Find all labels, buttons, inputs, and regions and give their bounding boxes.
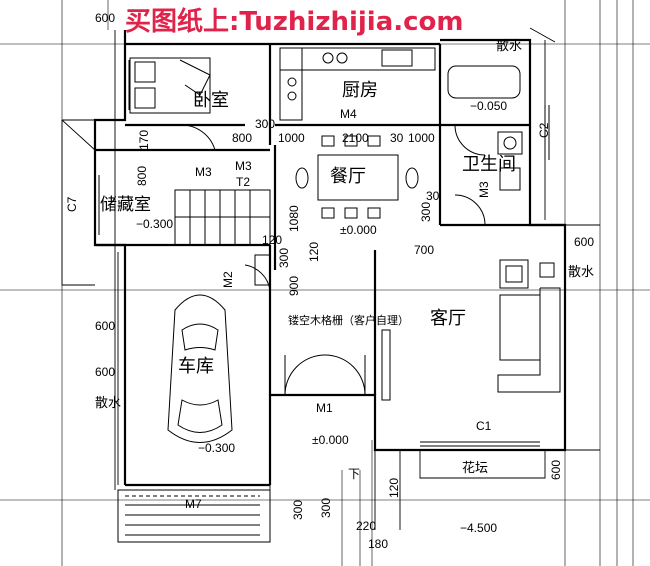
kitchen-counter	[279, 47, 436, 121]
dim-300-bath: 300	[419, 202, 433, 222]
level-hall: ±0.000	[340, 223, 377, 237]
dim-120: 120	[262, 233, 282, 247]
scatter-right: 散水	[568, 265, 594, 280]
room-garage: 车库	[178, 356, 214, 377]
window-c2: C2	[537, 122, 551, 138]
dim-300-l: 300	[277, 248, 291, 268]
dim-300-bot: 300	[291, 500, 305, 520]
bed	[129, 57, 211, 114]
door-m2: M2	[221, 271, 235, 288]
door-m4: M4	[340, 107, 357, 121]
mark-down: 下	[348, 467, 360, 481]
dim-800-b: 800	[135, 166, 149, 186]
dim-180: 180	[368, 537, 388, 551]
dim-30-bath: 30	[426, 189, 440, 203]
mark-t2: T2	[236, 175, 250, 189]
dim-600-top: 600	[95, 11, 115, 25]
windows	[94, 60, 550, 447]
dim-600-r2: 600	[549, 460, 563, 480]
door-m3-corridor: M3	[235, 159, 252, 173]
room-bathroom: 卫生间	[462, 154, 516, 175]
dim-1080: 1080	[287, 205, 301, 232]
dim-700: 700	[414, 243, 434, 257]
dining-table	[295, 135, 419, 219]
door-m3-storage: M3	[195, 165, 212, 179]
room-storage: 储藏室	[100, 195, 151, 215]
scatter-left: 散水	[95, 396, 121, 411]
window-c1: C1	[476, 419, 492, 433]
dim-800-a: 800	[232, 131, 252, 145]
screen-note: 镂空木格栅（客户自理）	[288, 313, 409, 327]
dim-900: 900	[287, 276, 301, 296]
scatter-top: 散水	[496, 39, 522, 54]
sofa-set	[381, 259, 561, 401]
bath-fixtures	[447, 65, 523, 191]
door-m1: M1	[316, 401, 333, 415]
level-outdoor: −4.500	[460, 521, 497, 535]
dim-170: 170	[137, 130, 151, 150]
dim-120-b: 120	[307, 242, 321, 262]
level-storage: −0.300	[136, 217, 173, 231]
window-c7: C7	[65, 196, 79, 212]
dim-220: 220	[356, 519, 376, 533]
dim-300-bot2: 300	[319, 498, 333, 518]
room-kitchen: 厨房	[342, 80, 378, 101]
dim-30: 30	[390, 131, 404, 145]
dim-600-r1: 600	[574, 235, 594, 249]
dim-300-top: 300	[255, 117, 275, 131]
entry-door	[284, 354, 366, 396]
room-living: 客厅	[430, 308, 466, 329]
watermark: 买图纸上:Tuzhizhijia.com	[125, 6, 464, 37]
door-swings	[179, 124, 486, 291]
level-bath: −0.050	[470, 99, 507, 113]
door-m7: M7	[185, 497, 202, 511]
level-entry: ±0.000	[312, 433, 349, 447]
level-garage: −0.300	[198, 441, 235, 455]
room-bedroom: 卧室	[193, 90, 229, 111]
stairs	[174, 189, 271, 286]
dim-2100: 2100	[342, 131, 369, 145]
door-m3-bath: M3	[477, 181, 491, 198]
car	[167, 294, 233, 443]
dim-1000-a: 1000	[278, 131, 305, 145]
room-dining: 餐厅	[330, 166, 366, 187]
dim-600-l2: 600	[95, 365, 115, 379]
room-flowerbed: 花坛	[462, 460, 488, 476]
dim-1000-b: 1000	[408, 131, 435, 145]
garage-door	[117, 489, 271, 543]
dim-120-bot: 120	[387, 478, 401, 498]
dim-600-l1: 600	[95, 319, 115, 333]
